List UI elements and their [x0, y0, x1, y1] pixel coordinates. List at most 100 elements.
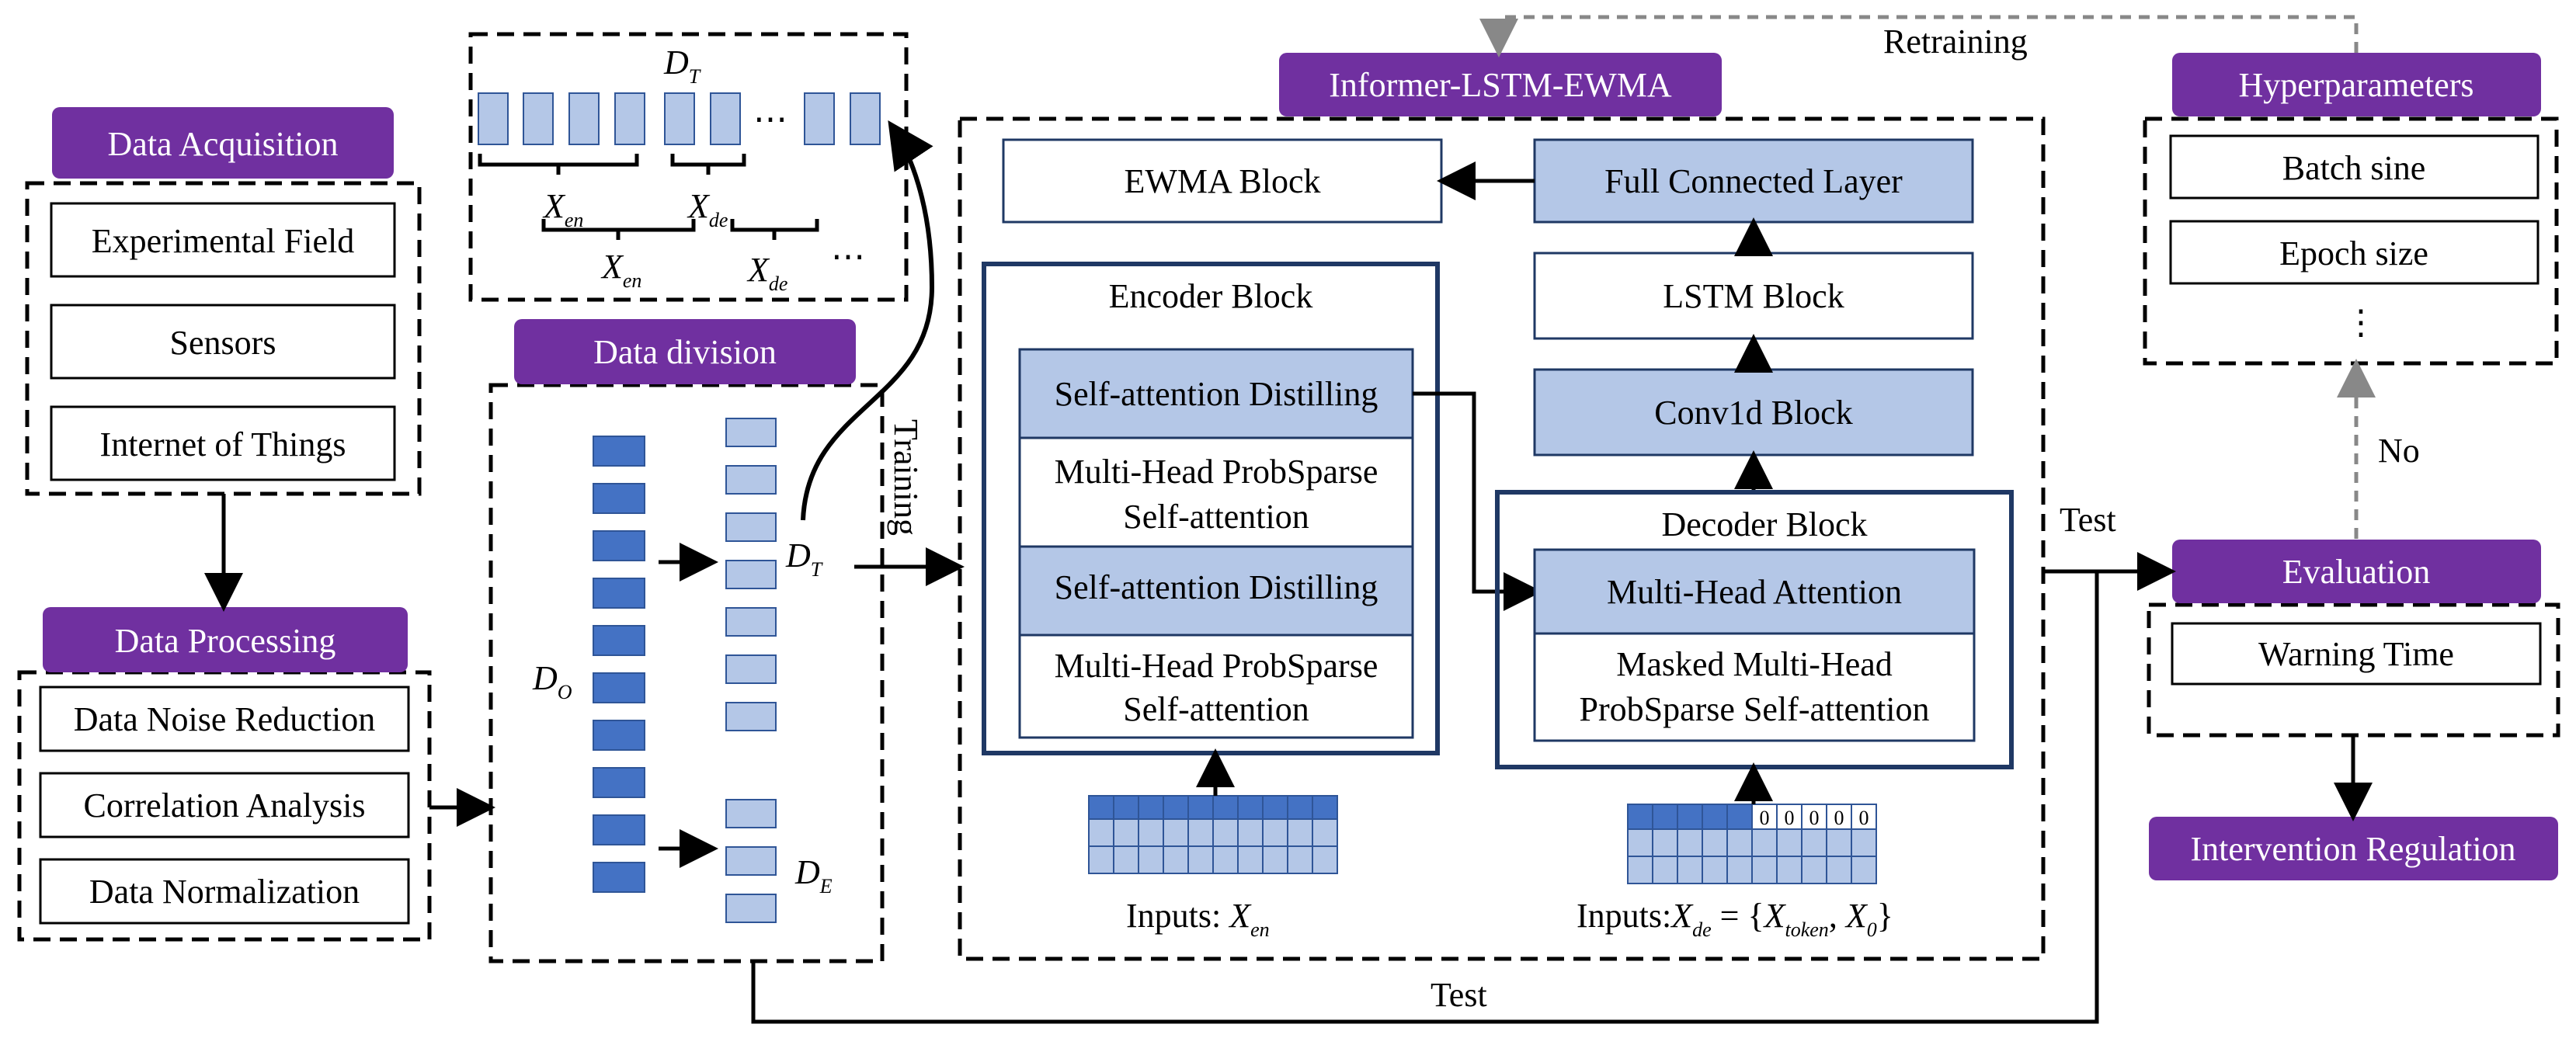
enc-input-cell — [1088, 818, 1114, 847]
svg-text:Evaluation: Evaluation — [2282, 553, 2431, 591]
svg-text:Experimental Field: Experimental Field — [92, 222, 354, 260]
dec-input-cell — [1751, 828, 1778, 857]
dt-label: DT — [785, 536, 823, 581]
svg-text:Internet of Things: Internet of Things — [100, 425, 346, 463]
enc-input-cell — [1212, 845, 1239, 874]
dt-block — [725, 607, 777, 637]
dec-input-cell — [1751, 856, 1778, 884]
dec-input-cell — [1851, 856, 1877, 884]
experimental-field-box: Experimental Field — [50, 202, 396, 278]
dec-input-cell — [1702, 828, 1728, 857]
svg-text:Sensors: Sensors — [170, 324, 276, 362]
informer-lstm-ewma-header: Informer-LSTM-EWMA — [1279, 53, 1722, 116]
svg-text:Intervention Regulation: Intervention Regulation — [2190, 830, 2515, 868]
enc-input-cell — [1113, 795, 1139, 820]
token-zero: 0 — [1760, 807, 1770, 829]
dec-input-cell — [1776, 856, 1803, 884]
division-container — [488, 383, 885, 963]
do-block — [593, 530, 645, 561]
enc-input-cell — [1237, 845, 1264, 874]
do-block — [593, 672, 645, 703]
enc-input-cell — [1138, 818, 1164, 847]
do-label: DO — [532, 659, 572, 703]
dec-input-cell — [1652, 856, 1678, 884]
de-block — [725, 799, 777, 828]
svg-text:Self-attention Distilling: Self-attention Distilling — [1055, 375, 1378, 413]
dec-input-cell — [1652, 804, 1678, 830]
full-connected-layer: Full Connected Layer — [1533, 138, 1974, 224]
internet-of-things-box: Internet of Things — [50, 405, 396, 481]
svg-text:ProbSparse Self-attention: ProbSparse Self-attention — [1580, 690, 1930, 728]
token-zero: 0 — [1785, 807, 1795, 829]
dec-input-cell — [1627, 828, 1653, 857]
dec-input-cell — [1702, 804, 1728, 830]
encoder-distilling-1: Self-attention Distilling — [1018, 348, 1414, 439]
svg-text:Data Processing: Data Processing — [115, 622, 336, 660]
do-block — [593, 814, 645, 845]
enc-input-cell — [1163, 845, 1189, 874]
token-zero: 0 — [1859, 807, 1869, 829]
dec-input-cell — [1801, 856, 1827, 884]
dt-block — [725, 512, 777, 542]
intervention-regulation-header: Intervention Regulation — [2149, 817, 2558, 880]
test-label-bottom: Test — [1431, 976, 1487, 1014]
enc-input-cell — [1113, 818, 1139, 847]
dt-block — [725, 465, 777, 495]
svg-text:Hyperparameters: Hyperparameters — [2239, 66, 2474, 104]
xde-label-1: Xde — [687, 187, 728, 231]
test-label-right: Test — [2060, 501, 2116, 539]
do-block — [593, 767, 645, 798]
do-block — [593, 720, 645, 751]
model-container — [958, 116, 2046, 961]
svg-text:Data Noise Reduction: Data Noise Reduction — [74, 700, 376, 738]
enc-input-cell — [1262, 818, 1288, 847]
enc-input-cell — [1212, 795, 1239, 820]
epoch-size-box: Epoch size — [2169, 220, 2539, 285]
encoder-probsparse-1: Multi-Head ProbSparse Self-attention — [1018, 436, 1414, 548]
do-block — [593, 625, 645, 656]
svg-text:Epoch size: Epoch size — [2279, 234, 2428, 273]
enc-input-cell — [1262, 845, 1288, 874]
xde-label-2: Xde — [746, 251, 787, 295]
enc-input-cell — [1113, 845, 1139, 874]
dt-block — [725, 702, 777, 731]
do-block — [593, 578, 645, 609]
lstm-block: LSTM Block — [1533, 252, 1974, 340]
dt-column — [725, 418, 777, 731]
encoder-probsparse-2: Multi-Head ProbSparse Self-attention — [1018, 634, 1414, 739]
evaluation-header: Evaluation — [2172, 540, 2541, 603]
noise-reduction-box: Data Noise Reduction — [39, 686, 410, 752]
enc-input-cell — [1163, 795, 1189, 820]
enc-input-cell — [1187, 845, 1214, 874]
retraining-label: Retraining — [1883, 23, 2028, 61]
svg-text:Full Connected Layer: Full Connected Layer — [1604, 162, 1903, 200]
hyper-ellipsis: ⋮ — [2344, 304, 2378, 342]
de-label: DE — [794, 853, 833, 897]
svg-text:Multi-Head ProbSparse: Multi-Head ProbSparse — [1055, 647, 1378, 685]
dec-input-cell — [1677, 856, 1703, 884]
dec-input-cell — [1851, 828, 1877, 857]
xen-label-1: Xen — [542, 187, 583, 231]
enc-input-cell — [1163, 818, 1189, 847]
enc-input-cell — [1187, 795, 1214, 820]
dec-input-cell — [1677, 804, 1703, 830]
no-label: No — [2378, 432, 2420, 470]
test-path-bottom — [751, 571, 2099, 1024]
svg-text:Decoder Block: Decoder Block — [1661, 505, 1867, 543]
correlation-analysis-box: Correlation Analysis — [39, 772, 410, 838]
dec-input-cell — [1751, 804, 1778, 830]
svg-text:Encoder Block: Encoder Block — [1109, 277, 1313, 315]
conv1d-block: Conv1d Block — [1533, 368, 1974, 457]
encoder-distilling-2: Self-attention Distilling — [1018, 545, 1414, 637]
svg-text:Data division: Data division — [593, 333, 777, 371]
de-block — [725, 846, 777, 876]
do-block — [593, 483, 645, 514]
dec-input-cell — [1726, 804, 1753, 830]
svg-text:Self-attention: Self-attention — [1123, 690, 1309, 728]
enc-input-cell — [1187, 818, 1214, 847]
svg-text:Data Normalization: Data Normalization — [89, 873, 360, 911]
dec-input-cell — [1801, 828, 1827, 857]
dec-input-cell — [1826, 828, 1852, 857]
training-label: Training — [887, 419, 925, 536]
